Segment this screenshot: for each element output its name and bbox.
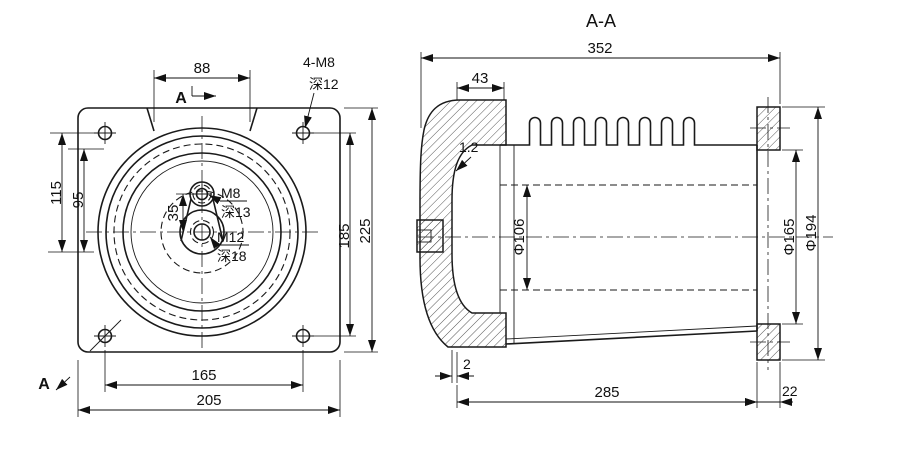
dim-115-label: 115 [48,181,65,205]
dim-gap-label: 1.2 [459,139,479,155]
callout-m12: M12 深18 [209,229,249,264]
insulator-body [499,116,758,345]
boss-edge-left [146,107,155,132]
dim-165-label: 165 [191,367,216,384]
m8-depth: 深13 [221,204,251,220]
front-view: 88 A 4-M8 深12 115 95 [38,54,378,417]
ring-5 [130,160,274,304]
dim-185-label: 185 [336,223,353,248]
m8-label: M8 [221,185,241,201]
leader-line [304,92,315,129]
dim-165: 165 [104,350,304,392]
leader-line [209,236,221,249]
thread-slash [89,319,122,352]
dim-phi194-label: Φ194 [803,215,820,252]
callout-m8: M8 深13 [208,185,251,220]
leader-line [208,194,222,205]
m12-hole [193,223,211,241]
left-lug-slot [416,229,432,243]
mounting-plate-outline [77,107,341,353]
leader-line [455,156,472,172]
dim-88-label: 88 [194,60,211,77]
callout-gap: 1.2 [455,139,479,172]
boss-edge-right [249,107,258,132]
bolt-callout-depth: 深12 [309,76,339,92]
m12-thread-circle [189,219,215,245]
dim-225-label: 225 [357,218,374,243]
dim-phi165: Φ165 [781,149,803,325]
body-bottom-edge [505,330,758,345]
bolt-hole-bottom-right [292,325,314,347]
dim-phi106-label: Φ106 [511,219,528,256]
section-arrow-line [55,376,71,391]
boss-tangent-left [180,198,192,242]
dim-352-label: 352 [587,40,612,57]
dim-352: 352 [420,40,781,128]
left-flange-section [419,99,507,348]
dim-285: 285 [456,362,758,408]
dim-205: 205 [77,360,341,417]
bolt-holes [89,122,314,352]
m12-label: M12 [217,229,244,245]
dim-225: 225 [344,107,378,353]
dim-35-label: 35 [165,205,182,222]
section-letter-top: A [175,90,187,107]
right-flange-section [750,97,790,370]
section-letter-bottom: A [38,376,50,393]
boss-tangent-right [212,198,224,242]
bolt-hole-top-right [292,122,314,144]
ring-2 [105,135,299,329]
dim-285-label: 285 [594,384,619,401]
right-flange-top-block [756,106,781,151]
dim-2-label: 2 [463,356,471,372]
dim-22-label: 22 [782,383,798,399]
ring-dashed [113,143,291,321]
dim-35: 35 [165,193,194,232]
ring-4 [122,152,282,312]
ring-outer [97,127,307,337]
dim-95: 95 [68,148,104,252]
section-title: A-A [586,11,616,31]
callout-4m8: 4-M8 深12 [303,54,339,129]
dim-95-label: 95 [70,192,87,209]
section-arrow-bottom: A [38,376,71,393]
body-top-profile-with-sheds [500,116,757,146]
dim-115: 115 [48,132,98,253]
dim-phi165-label: Φ165 [781,219,798,256]
bolt-hole-bottom-left [89,319,122,352]
left-lug-section [416,219,444,253]
dim-phi194: Φ194 [782,106,825,361]
dim-43-label: 43 [472,70,489,87]
dim-88: 88 [153,60,251,122]
dim-22: 22 [745,362,798,408]
bolt-callout-label: 4-M8 [303,54,335,70]
dim-phi106: Φ106 [511,185,531,290]
section-view: A-A 352 [416,11,833,408]
section-arrow-top: A [175,86,216,107]
m12-depth: 深18 [217,248,247,264]
dim-43: 43 [456,70,505,100]
dim-205-label: 205 [196,392,221,409]
dim-185: 185 [312,132,356,337]
lower-boss-circle [179,209,225,255]
dim-2: 2 [435,350,474,383]
body-bottom-inner-edge [505,325,758,340]
